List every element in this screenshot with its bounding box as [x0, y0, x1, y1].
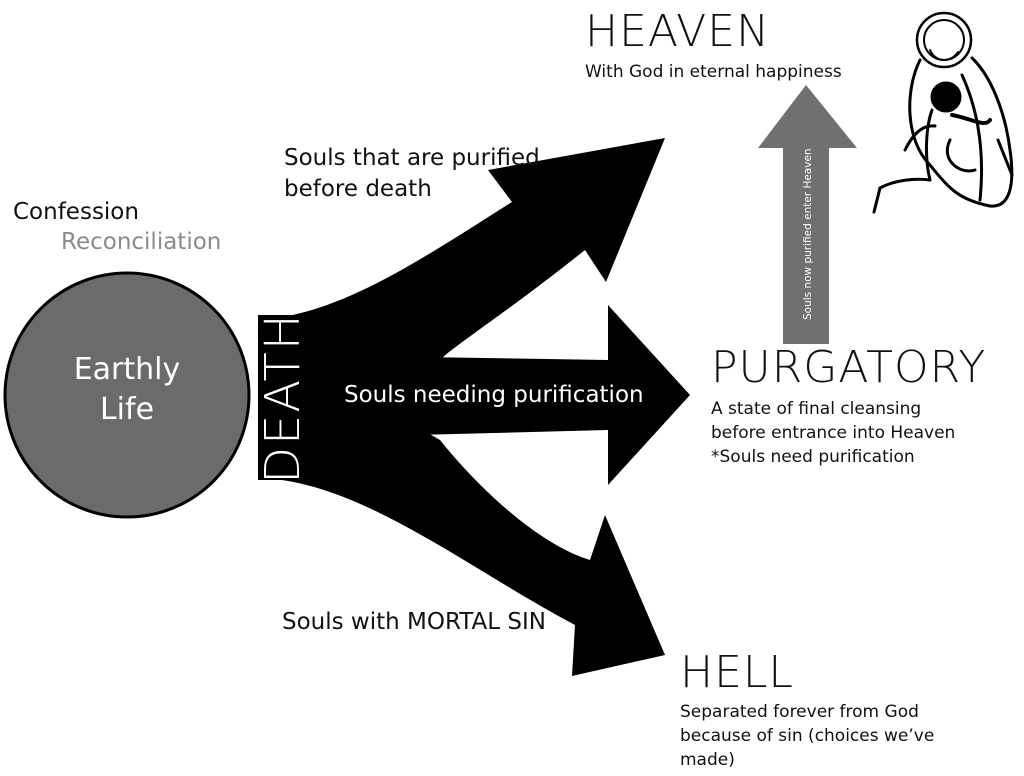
death-label: DEATH — [255, 312, 311, 484]
hell-line2: because of sin (choices we’ve — [680, 726, 935, 746]
jesus-embracing-child-icon — [872, 11, 1014, 214]
earthly-life-circle — [3, 271, 251, 519]
death-block — [258, 315, 308, 480]
earthly-life-line1: Earthly — [73, 352, 181, 387]
purgatory-to-heaven-arrow — [758, 85, 857, 344]
purgatory-to-heaven-label: Souls now purified enter Heaven — [802, 148, 814, 320]
needing-purification-label: Souls needing purification — [344, 382, 644, 408]
earthly-life-label: Earthly Life — [5, 350, 249, 430]
arrow-to-purgatory — [300, 305, 690, 485]
hell-description: Separated forever from God because of si… — [680, 700, 934, 772]
death-branch-arrows — [258, 138, 690, 676]
hell-line1: Separated forever from God — [680, 702, 919, 722]
purgatory-line3: *Souls need purification — [711, 447, 915, 467]
hell-line3: made) — [680, 750, 735, 770]
arrow-to-hell — [258, 360, 665, 676]
heaven-description: With God in eternal happiness — [585, 62, 842, 82]
purgatory-line1: A state of final cleansing — [711, 399, 922, 419]
purified-line2: before death — [284, 176, 432, 202]
purgatory-description: A state of final cleansing before entran… — [711, 397, 955, 469]
purgatory-title: PURGATORY — [711, 342, 987, 393]
reconciliation-label: Reconciliation — [61, 229, 222, 255]
heaven-title: HEAVEN — [585, 6, 770, 57]
purified-before-death-label: Souls that are purified before death — [284, 143, 540, 205]
mortal-sin-label: Souls with MORTAL SIN — [282, 609, 547, 635]
confession-label: Confession — [13, 199, 139, 225]
purified-line1: Souls that are purified — [284, 145, 540, 171]
purgatory-line2: before entrance into Heaven — [711, 423, 956, 443]
hell-title: HELL — [680, 647, 794, 698]
earthly-life-line2: Life — [99, 392, 155, 427]
